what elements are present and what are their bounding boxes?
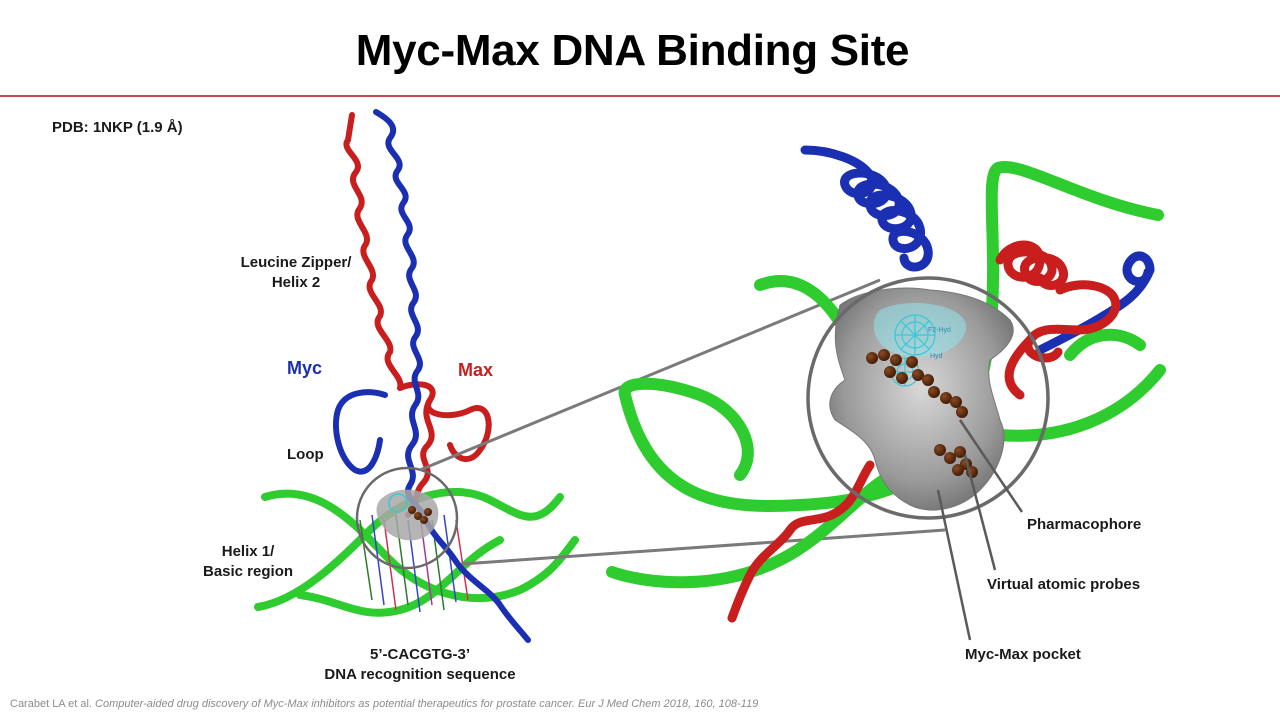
left-zoom-circle <box>355 466 459 570</box>
zoom-circle-right <box>806 276 1050 520</box>
dna-sequence-line1: 5’-CACGTG-3’ <box>369 646 470 663</box>
myc-label: Myc <box>287 358 323 378</box>
pdb-label: PDB: 1NKP (1.9 Å) <box>52 119 183 136</box>
max-label: Max <box>458 360 494 380</box>
left-structure <box>254 109 579 643</box>
pharmacophore-label: Pharmacophore <box>1027 516 1142 533</box>
helix1-line2: Basic region <box>202 563 294 580</box>
leucine-zipper-line1: Leucine Zipper/ <box>240 254 352 271</box>
helix1-line1: Helix 1/ <box>221 543 275 560</box>
left-pocket <box>376 489 439 541</box>
max-helix-left <box>343 112 492 518</box>
title-divider <box>0 95 1280 97</box>
annotation-pointers <box>936 419 1024 641</box>
leucine-zipper-label: Leucine Zipper/ Helix 2 <box>236 253 356 293</box>
citation-authors: Carabet LA et al. <box>10 698 92 710</box>
citation-text: Computer-aided drug discovery of Myc-Max… <box>95 698 759 710</box>
zoom-connector-lines <box>419 278 946 566</box>
right-zoom-structure: F2-Hyd Hyd <box>606 145 1166 641</box>
citation: Carabet LA et al. Computer-aided drug di… <box>10 698 758 710</box>
max-helix-zoom <box>727 240 1121 623</box>
probes-label: Virtual atomic probes <box>987 576 1141 593</box>
pocket-label: Myc-Max pocket <box>965 646 1081 663</box>
dna-sequence-line2: DNA recognition sequence <box>324 666 516 683</box>
loop-label: Loop <box>287 446 324 463</box>
virtual-atomic-probes <box>866 349 978 478</box>
mesh-label-f2hyd: F2-Hyd <box>928 327 951 334</box>
leucine-zipper-line2: Helix 2 <box>271 274 321 291</box>
dna-sequence-label: 5’-CACGTG-3’ DNA recognition sequence <box>300 645 540 685</box>
helix1-label: Helix 1/ Basic region <box>188 542 308 582</box>
slide-title: Myc-Max DNA Binding Site <box>355 26 910 75</box>
pocket-surface <box>829 287 1014 511</box>
mesh-label-hyd: Hyd <box>930 353 943 360</box>
